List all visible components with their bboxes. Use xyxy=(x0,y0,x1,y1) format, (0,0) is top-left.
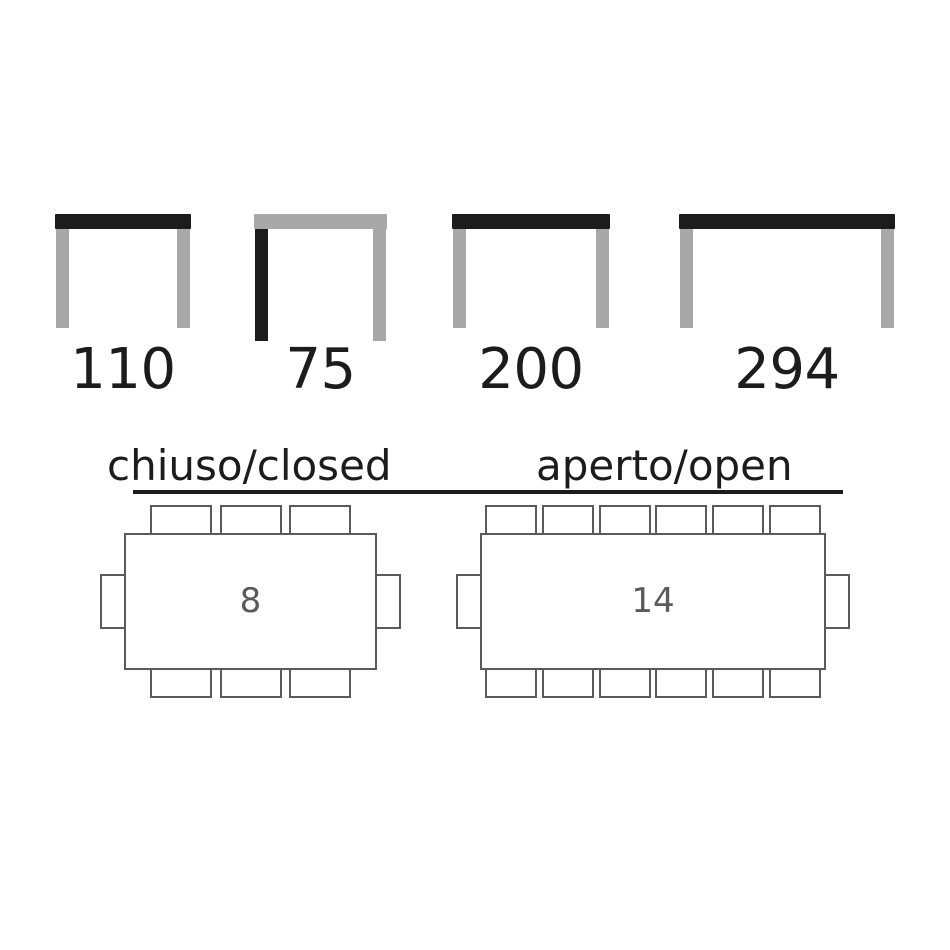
chair-top-1 xyxy=(485,505,538,533)
chair-top-2 xyxy=(542,505,594,533)
caption-open: aperto/open xyxy=(536,441,793,490)
chair-top-3 xyxy=(289,505,352,533)
chair-bottom-1 xyxy=(485,670,538,698)
chair-left-1 xyxy=(456,574,480,629)
caption-closed: chiuso/closed xyxy=(107,441,392,490)
chair-top-6 xyxy=(768,505,821,533)
elevation-depth-110 xyxy=(55,214,191,328)
seat-count-label: 14 xyxy=(631,580,675,621)
tabletop-bar xyxy=(679,214,895,229)
chair-bottom-3 xyxy=(289,670,352,698)
table-leg-right xyxy=(373,229,386,341)
seat-count-label: 8 xyxy=(239,580,262,621)
table-leg-left xyxy=(453,229,466,328)
chair-top-2 xyxy=(219,505,282,533)
chair-bottom-2 xyxy=(219,670,282,698)
table-leg-left xyxy=(56,229,69,328)
chair-top-4 xyxy=(655,505,708,533)
dimension-label-200: 200 xyxy=(478,337,584,402)
dimension-label-294: 294 xyxy=(734,337,840,402)
dimension-label-110: 110 xyxy=(70,337,176,402)
chair-bottom-6 xyxy=(768,670,821,698)
chair-left-1 xyxy=(100,574,124,629)
table-leg-right xyxy=(881,229,894,328)
chair-bottom-1 xyxy=(149,670,212,698)
chair-bottom-4 xyxy=(655,670,708,698)
tabletop-bar xyxy=(452,214,610,229)
dimension-label-75: 75 xyxy=(285,337,356,402)
elevation-height-75 xyxy=(254,214,387,341)
chair-right-1 xyxy=(377,574,401,629)
table-leg-right xyxy=(596,229,609,328)
elevation-width-closed-200 xyxy=(452,214,610,328)
tabletop-bar xyxy=(55,214,191,229)
table-outline xyxy=(480,533,826,670)
chair-bottom-5 xyxy=(712,670,764,698)
table-outline xyxy=(124,533,377,670)
table-leg-left xyxy=(255,229,268,341)
chair-top-5 xyxy=(712,505,764,533)
table-leg-left xyxy=(680,229,693,328)
elevation-width-open-294 xyxy=(679,214,895,328)
chair-bottom-3 xyxy=(598,670,651,698)
horizontal-rule xyxy=(133,490,843,494)
chair-right-1 xyxy=(826,574,850,629)
chair-top-3 xyxy=(598,505,651,533)
table-leg-right xyxy=(177,229,190,328)
chair-bottom-2 xyxy=(542,670,594,698)
chair-top-1 xyxy=(149,505,212,533)
tabletop-bar xyxy=(254,214,387,229)
